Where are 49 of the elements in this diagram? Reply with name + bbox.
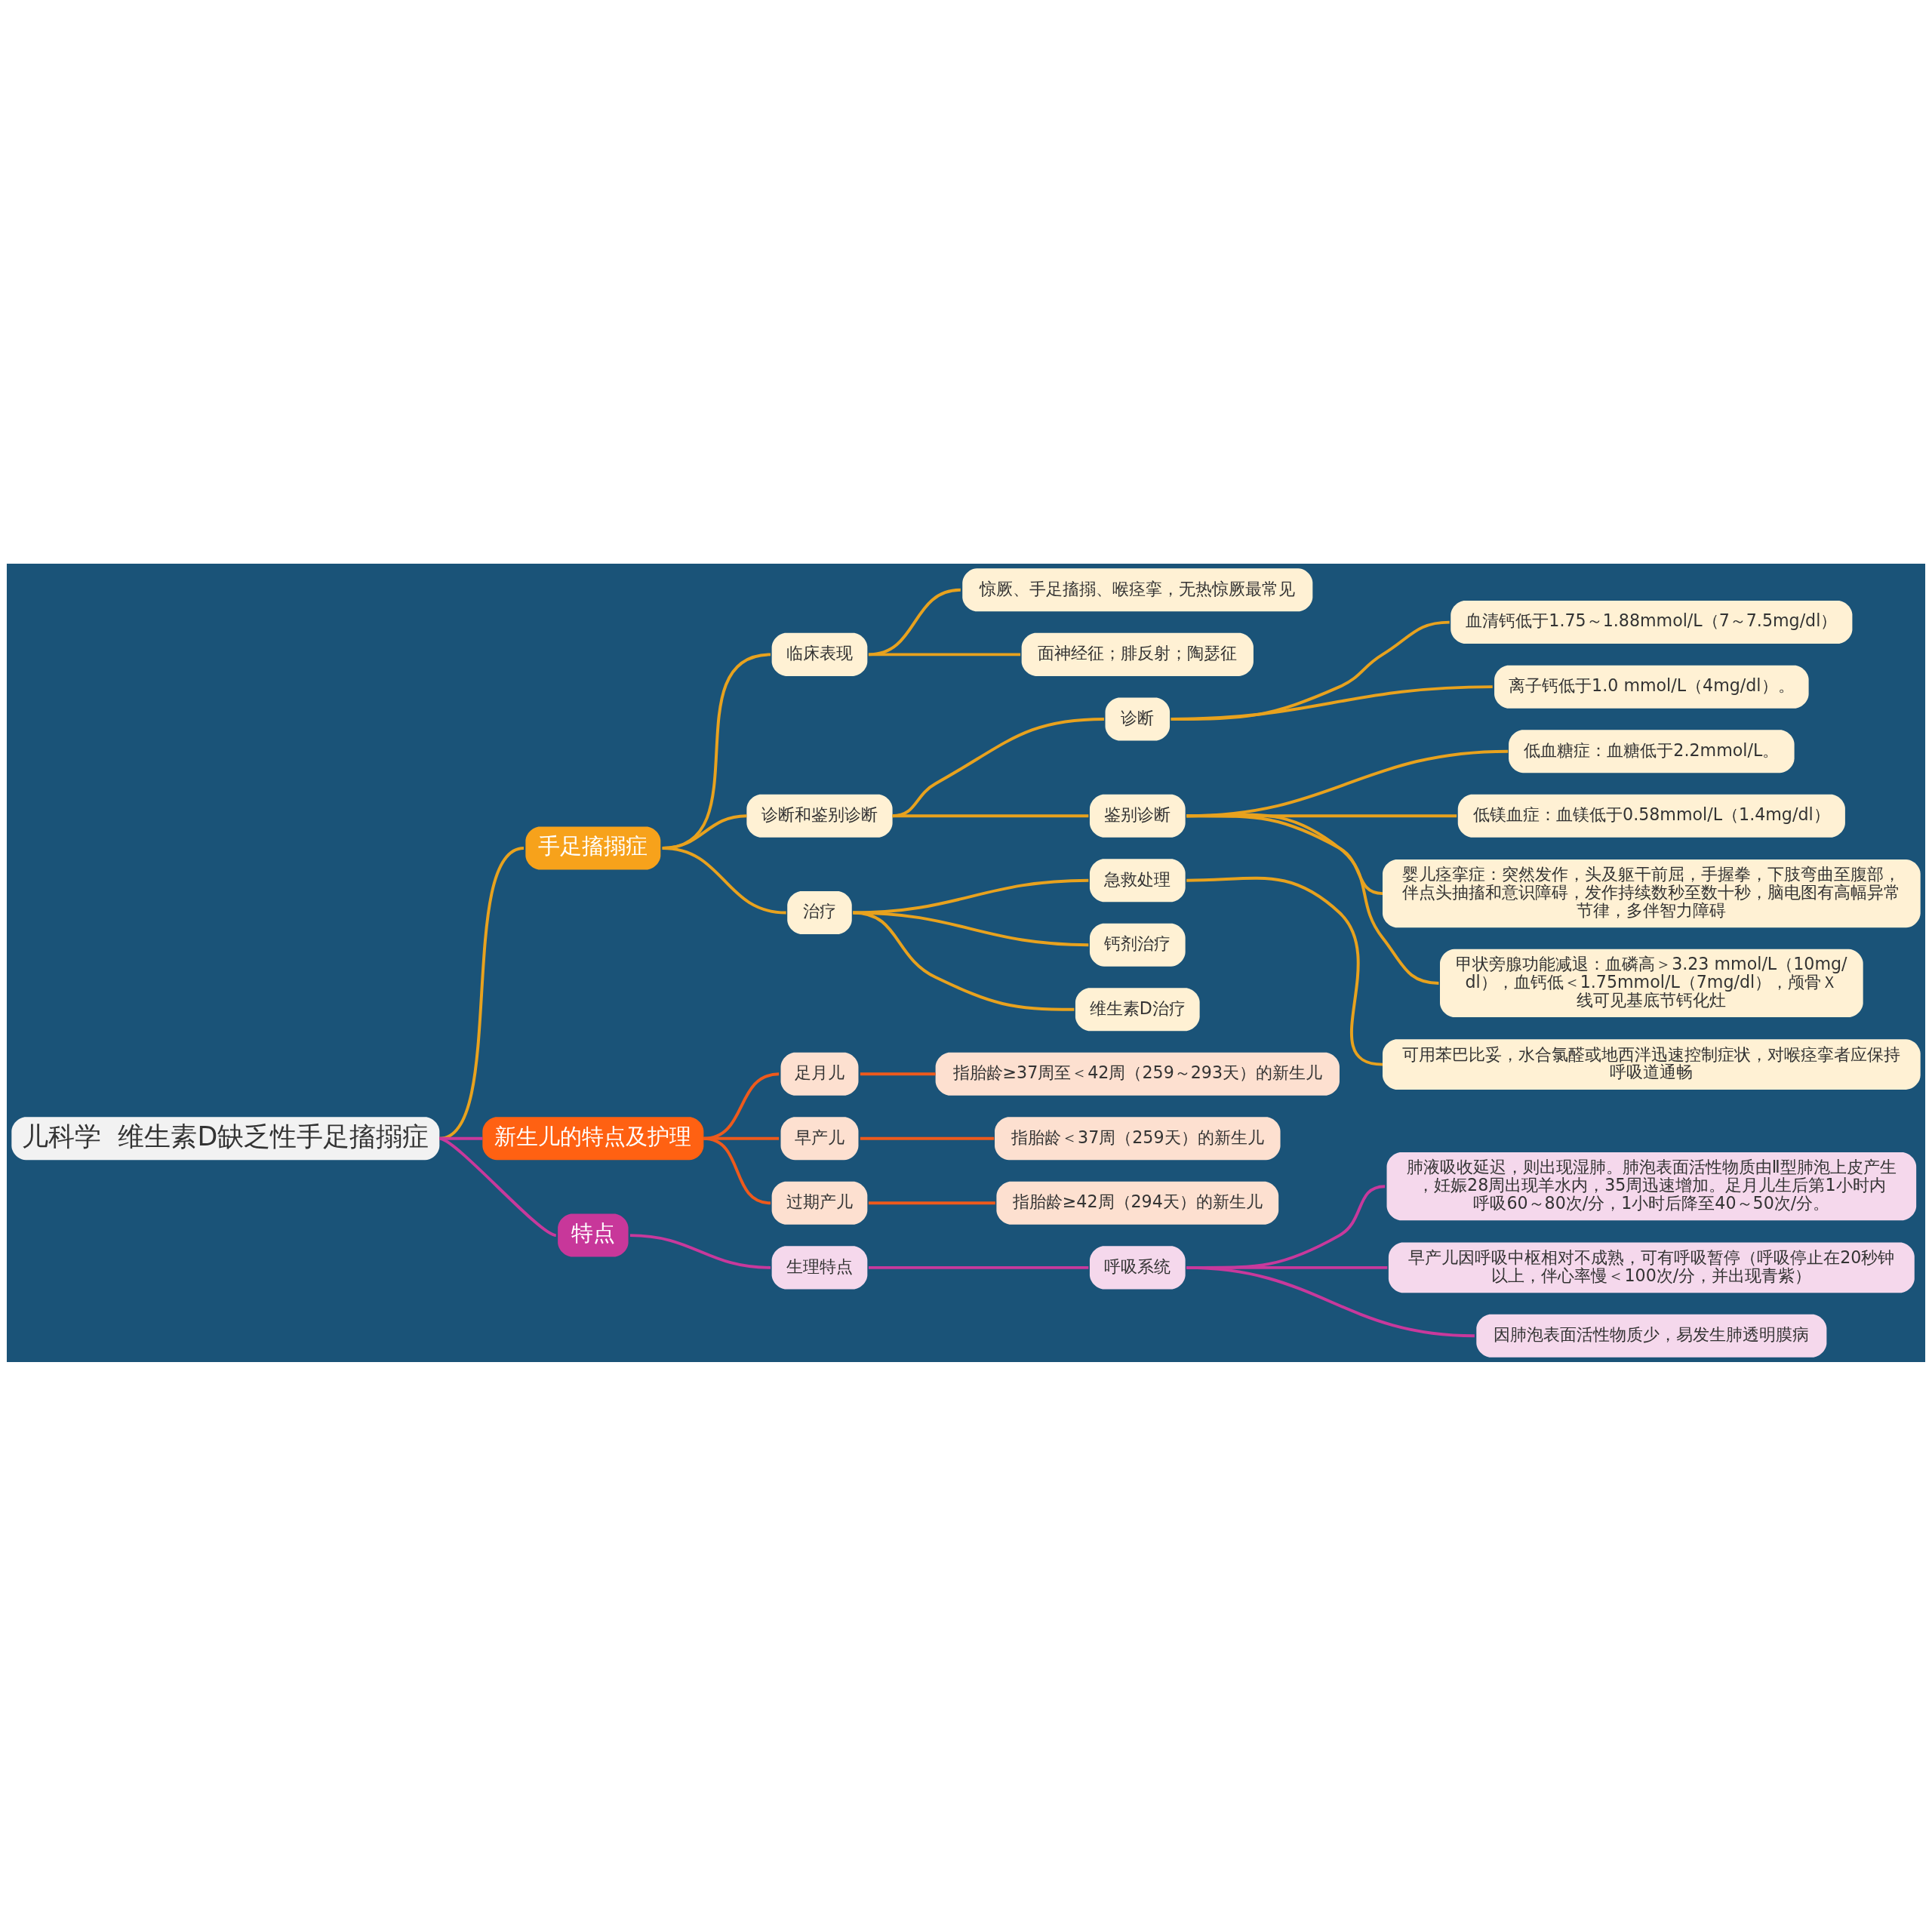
connector <box>853 878 1089 914</box>
node-box: 可用苯巴比妥，水合氯醛或地西泮迅速控制症状，对喉痉挛者应保持呼吸道通畅 <box>1382 1038 1921 1090</box>
node-box: 指胎龄≥42周（294天）的新生儿 <box>996 1181 1279 1225</box>
connector <box>438 1136 557 1237</box>
node-box: 指胎龄≥37周至＜42周（259～293天）的新生儿 <box>935 1052 1340 1096</box>
node-box: 新生儿的特点及护理 <box>482 1116 704 1160</box>
node-box: 低镁血症：血镁低于0.58mmol/L（1.4mg/dl） <box>1457 794 1845 838</box>
node-box: 呼吸系统 <box>1089 1245 1186 1289</box>
node-box: 甲状旁腺功能减退：血磷高＞3.23 mmol/L（10mg/dl），血钙低＜1.75mmol/L（7mg/dl），颅骨Ｘ线可见基底节钙化灶 <box>1440 949 1863 1017</box>
connector <box>629 1233 771 1269</box>
node-box: 足月儿 <box>780 1052 859 1096</box>
connector <box>892 813 1089 817</box>
node-box: 过期产儿 <box>771 1181 868 1225</box>
connector <box>1171 684 1493 721</box>
connector <box>662 846 786 914</box>
node-box: 急救处理 <box>1089 858 1186 902</box>
node-box: 维生素D治疗 <box>1075 987 1200 1031</box>
connector <box>868 1201 995 1204</box>
node-box: 惊厥、手足搐搦、喉痉挛，无热惊厥最常见 <box>962 567 1313 611</box>
node-box: 治疗 <box>787 890 852 934</box>
connector <box>1186 1265 1475 1337</box>
node-box: 婴儿痉挛症：突然发作，头及躯干前屈，手握拳，下肢弯曲至腹部，伴点头抽搐和意识障碍，发作持续数秒至数十秒，脑电图有高幅异常节律，多伴智力障碍 <box>1382 859 1921 927</box>
connector <box>868 1265 1089 1269</box>
node-box: 面神经征；腓反射；陶瑟征 <box>1021 632 1254 676</box>
connector <box>1186 876 1383 1066</box>
node-box: 早产儿因呼吸中枢相对不成熟，可有呼吸暂停（呼吸停止在20秒钟以上，伴心率慢＜100次/分，并出现青紫） <box>1388 1242 1915 1293</box>
node-box: 因肺泡表面活性物质少，易发生肺透明膜病 <box>1476 1314 1827 1358</box>
node-box: 肺液吸收延迟，则出现湿肺。肺泡表面活性物质由Ⅱ型肺泡上皮产生，妊娠28周出现羊水内，35周迅速增加。足月儿生后第1小时内呼吸60～80次/分，1小时后降至40～50次/分。 <box>1386 1152 1917 1220</box>
node-box: 鉴别诊断 <box>1089 794 1186 838</box>
node-box: 手足搐搦症 <box>525 826 661 869</box>
node-box: 早产儿 <box>780 1116 859 1160</box>
connector <box>868 652 1021 656</box>
node-box: 儿科学 维生素D缺乏性手足搐搦症 <box>11 1116 440 1160</box>
node-box: 诊断和鉴别诊断 <box>746 794 893 838</box>
connector <box>860 1136 995 1140</box>
connector <box>1186 813 1439 985</box>
node-box: 指胎龄＜37周（259天）的新生儿 <box>995 1116 1281 1160</box>
connector <box>860 1072 936 1075</box>
node-box: 生理特点 <box>771 1245 868 1289</box>
connector <box>892 717 1104 817</box>
node-box: 钙剂治疗 <box>1089 923 1186 967</box>
connector <box>703 1136 771 1204</box>
node-box: 离子钙低于1.0 mmol/L（4mg/dl）。 <box>1494 665 1809 709</box>
node-box: 临床表现 <box>771 632 868 676</box>
connector <box>853 911 1075 1011</box>
node-box: 诊断 <box>1105 697 1171 740</box>
node-box: 特点 <box>558 1213 629 1257</box>
node-box: 低血糖症：血糖低于2.2mmol/L。 <box>1509 729 1795 773</box>
node-box: 血清钙低于1.75～1.88mmol/L（7～7.5mg/dl） <box>1451 600 1853 644</box>
